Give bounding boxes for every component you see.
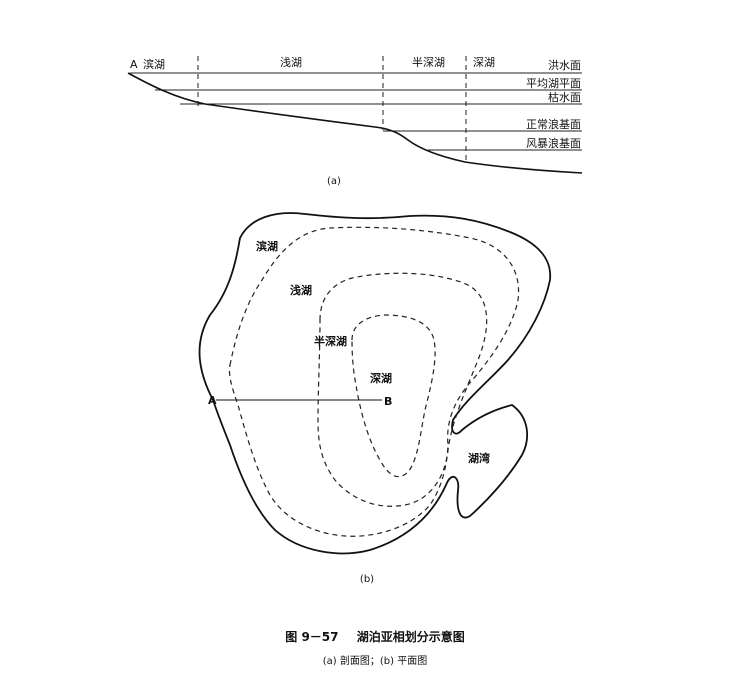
- figure-subcaption: (a) 剖面图；(b) 平面图: [322, 656, 428, 667]
- plan-zone-semideep: 半深湖: [314, 334, 347, 348]
- figure-title: 湖泊亚相划分示意图: [356, 630, 465, 644]
- profile-sublabel: (a): [327, 176, 341, 187]
- plan-zone-littoral: 滨湖: [256, 239, 278, 253]
- plan-zone-deep: 深湖: [370, 371, 392, 385]
- semi-deep-lake-boundary: [317, 272, 488, 507]
- profile-zone-semideep: 半深湖: [412, 55, 445, 69]
- low-level-label: 枯水面: [548, 90, 581, 104]
- profile-diagram: A 滨湖 浅湖 半深湖 深湖 洪水面 平均湖平面 枯水面 正常浪基面 风暴浪基面…: [127, 55, 583, 187]
- deep-lake-boundary: [351, 314, 436, 478]
- plan-zone-shallow: 浅湖: [290, 283, 312, 297]
- flood-level-label: 洪水面: [548, 58, 581, 72]
- plan-diagram: A B 滨湖 浅湖 半深湖 深湖 湖湾 (b): [198, 212, 552, 585]
- figure-caption: 图 9－57 湖泊亚相划分示意图: [0, 628, 750, 645]
- plan-point-a: A: [208, 394, 217, 407]
- profile-point-a: A: [130, 58, 138, 71]
- plan-sublabel: (b): [360, 574, 374, 585]
- plan-zone-bay: 湖湾: [468, 451, 490, 465]
- lake-bottom-profile: [127, 72, 583, 174]
- mean-level-label: 平均湖平面: [526, 77, 581, 90]
- profile-zone-littoral: 滨湖: [143, 57, 165, 71]
- profile-zone-deep: 深湖: [473, 56, 495, 69]
- plan-point-b: B: [384, 395, 392, 408]
- profile-zone-shallow: 浅湖: [280, 56, 302, 69]
- normal-wave-base-label: 正常浪基面: [526, 117, 581, 131]
- figure-number: 图 9－57: [285, 630, 339, 644]
- storm-wave-base-label: 风暴浪基面: [526, 136, 581, 150]
- lake-shoreline: [198, 212, 552, 555]
